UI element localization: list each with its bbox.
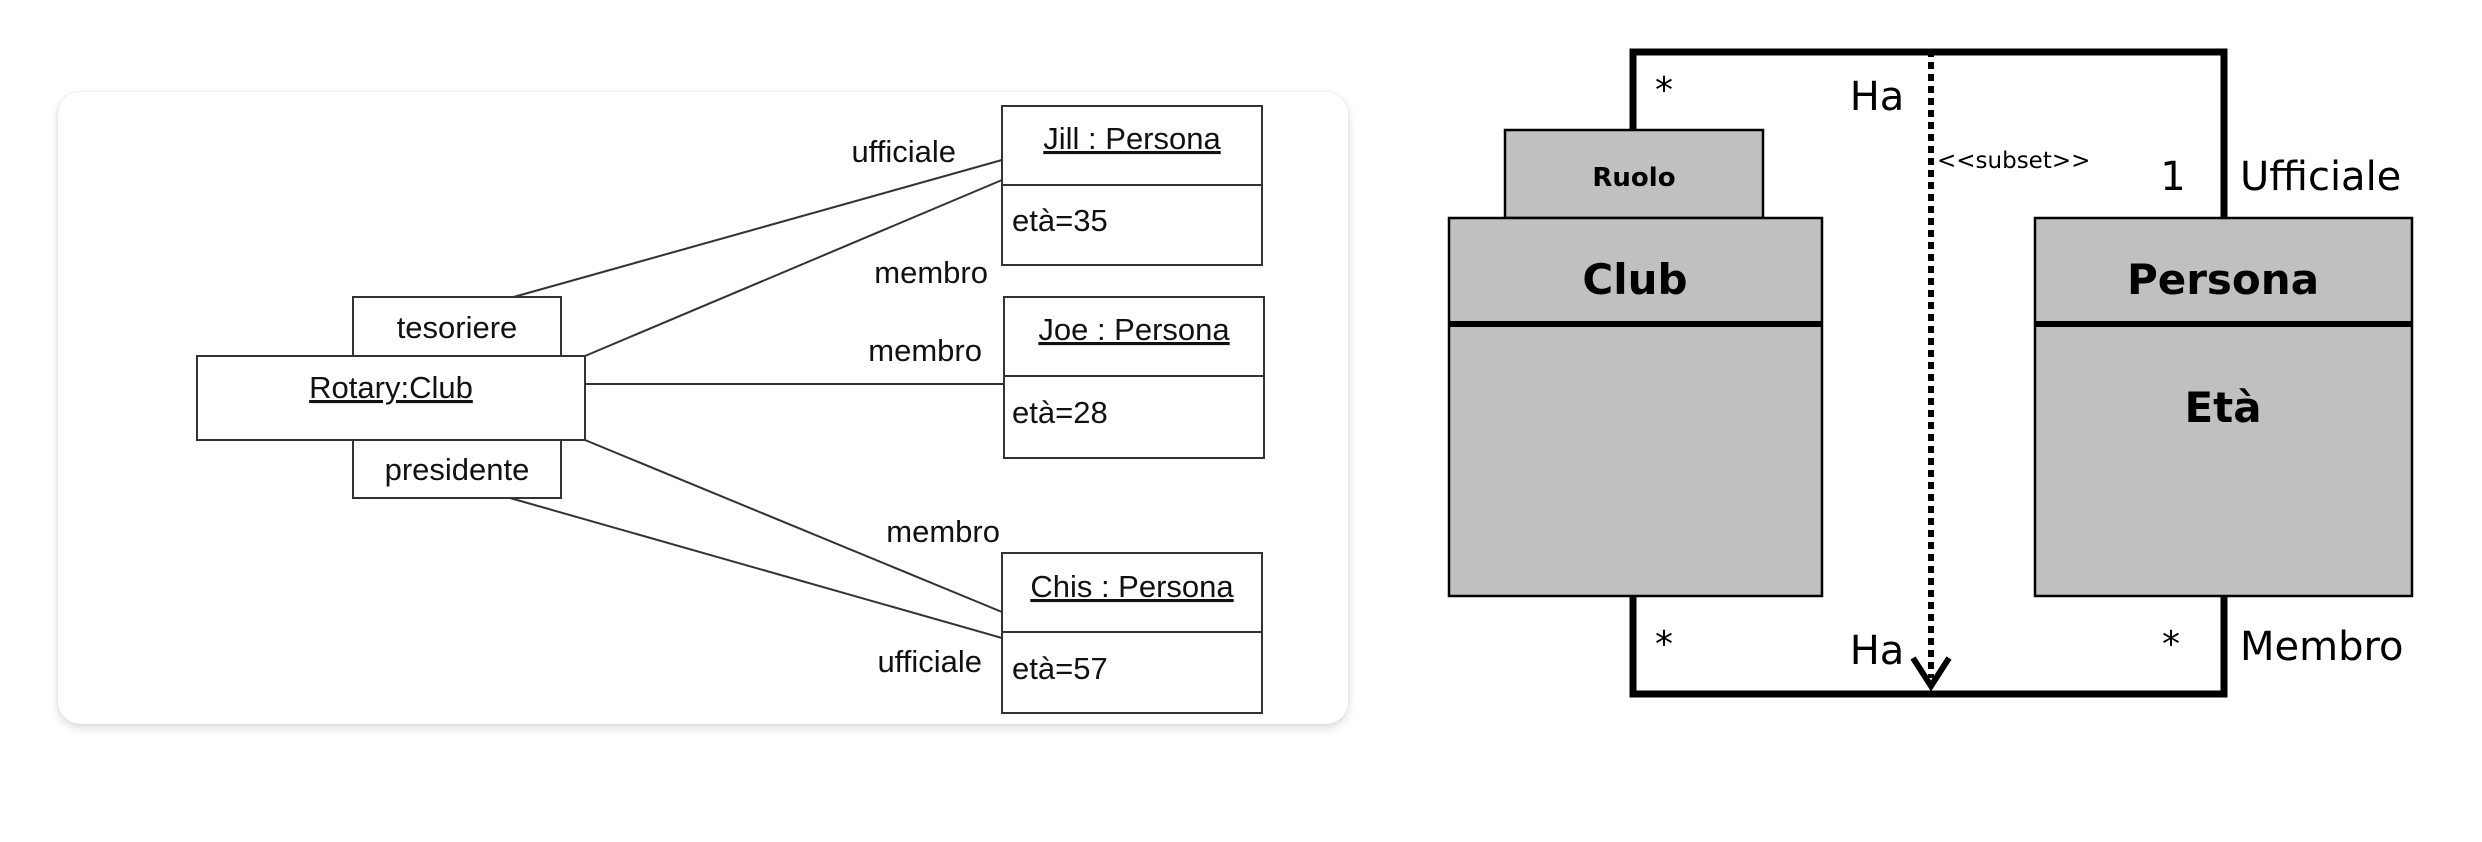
- class-club-name: Club: [1582, 255, 1687, 304]
- object-jill-attr: età=35: [1012, 203, 1108, 238]
- link-label-joe-membro: membro: [868, 333, 982, 368]
- object-joe-attr: età=28: [1012, 395, 1108, 430]
- object-jill-name: Jill : Persona: [1043, 121, 1221, 156]
- link-label-chis-ufficiale: ufficiale: [877, 644, 982, 679]
- role-box-tesoriere: [352, 296, 562, 357]
- link-label-jill-membro: membro: [874, 255, 988, 290]
- bottom-assoc-name: Ha: [1850, 628, 1905, 674]
- role-box-presidente: [352, 439, 562, 499]
- subset-constraint-label: <<subset>>: [1937, 148, 2090, 174]
- object-chis-attr: età=57: [1012, 651, 1108, 686]
- class-club-box: [1447, 216, 1824, 598]
- club-object-label: Rotary:Club: [309, 370, 473, 405]
- assoc-bottom-line: [1629, 596, 2228, 698]
- object-joe-name: Joe : Persona: [1038, 312, 1230, 347]
- class-persona-attr: Età: [2184, 383, 2261, 432]
- bottom-role-label: Membro: [2240, 624, 2404, 670]
- object-joe-box: [1003, 296, 1265, 459]
- link-club-chis: [584, 439, 1003, 613]
- link-label-jill-ufficiale: ufficiale: [851, 134, 956, 169]
- role-label-tesoriere: tesoriere: [397, 310, 518, 345]
- link-tesoriere-jill: [509, 159, 1003, 299]
- top-role-label: Ufficiale: [2240, 154, 2401, 200]
- object-chis-name: Chis : Persona: [1030, 569, 1234, 604]
- top-mult-right: 1: [2160, 154, 2185, 200]
- role-label-presidente: presidente: [385, 452, 530, 487]
- top-assoc-name: Ha: [1850, 74, 1905, 120]
- link-club-jill: [584, 179, 1003, 357]
- top-mult-left: *: [1655, 70, 1673, 111]
- bottom-mult-left: *: [1655, 624, 1673, 665]
- link-presidente-chis: [509, 497, 1003, 639]
- qualifier-label: Ruolo: [1592, 163, 1675, 193]
- object-diagram: [196, 105, 1265, 714]
- object-diagram-text: tesoriere presidente Rotary:Club Jill : …: [309, 121, 1234, 686]
- link-label-chis-membro: membro: [886, 514, 1000, 549]
- club-object-box: [196, 355, 586, 441]
- bottom-mult-right: *: [2162, 624, 2180, 665]
- class-persona-box: [2033, 216, 2414, 598]
- class-persona-name: Persona: [2127, 255, 2319, 304]
- class-diagram: Ruolo Club Persona Età * Ha 1 Ufficiale …: [1447, 48, 2414, 698]
- subset-arrow-head: [1910, 656, 1952, 692]
